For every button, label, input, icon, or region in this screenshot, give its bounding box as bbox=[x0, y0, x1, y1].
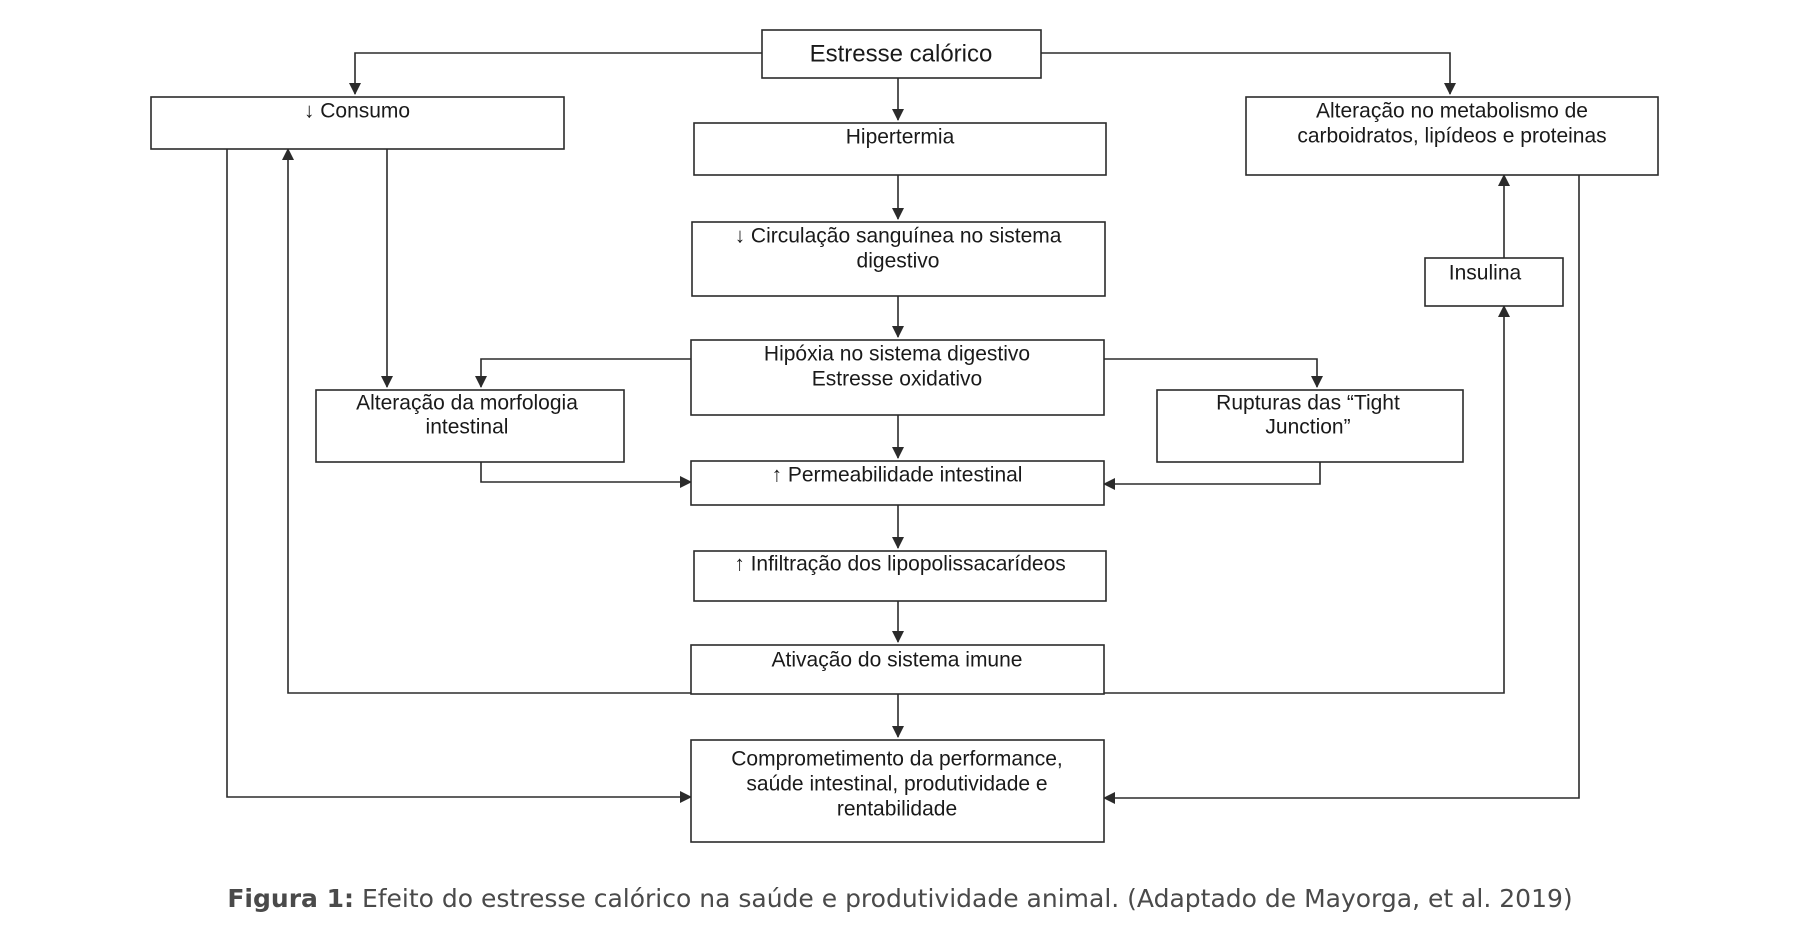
figure-caption: Figura 1: Efeito do estresse calórico na… bbox=[0, 884, 1800, 913]
caption-text: Efeito do estresse calórico na saúde e p… bbox=[354, 884, 1573, 913]
node-label: Hipertermia bbox=[846, 126, 955, 149]
node-label: carboidratos, lipídeos e proteinas bbox=[1297, 125, 1606, 148]
node-lipopolissacarideos: ↑ Infiltração dos lipopolissacarídeos bbox=[693, 550, 1107, 602]
node-metabolismo: Alteração no metabolismo de carboidratos… bbox=[1245, 96, 1659, 176]
node-label: Junction” bbox=[1265, 416, 1350, 439]
node-estresse-calorico: Estresse calórico bbox=[761, 29, 1042, 79]
edge-metabolismo-performance bbox=[1103, 175, 1580, 804]
node-label: ↓ Circulação sanguínea no sistema bbox=[735, 225, 1062, 248]
edge-imune-consumo bbox=[282, 148, 691, 694]
node-label: rentabilidade bbox=[837, 798, 957, 821]
edge-tight-permeabilidade bbox=[1103, 462, 1321, 490]
edge-hipoxia-tight bbox=[1104, 358, 1323, 388]
node-label: Estresse oxidativo bbox=[812, 368, 982, 391]
node-tight-junction: Rupturas das “Tight Junction” bbox=[1156, 389, 1464, 463]
node-insulina: Insulina bbox=[1424, 257, 1564, 307]
node-label: Alteração da morfologia bbox=[356, 392, 578, 415]
node-label: intestinal bbox=[426, 416, 509, 439]
node-label: ↓ Consumo bbox=[304, 100, 410, 123]
node-sistema-imune: Ativação do sistema imune bbox=[690, 644, 1105, 695]
node-label: Hipóxia no sistema digestivo bbox=[764, 343, 1030, 366]
edge-consumo-performance bbox=[226, 149, 692, 803]
node-performance: Comprometimento da performance, saúde in… bbox=[690, 739, 1105, 843]
node-label: digestivo bbox=[857, 250, 940, 273]
edge-hipoxia-morfologia bbox=[475, 358, 691, 388]
edge-morfologia-permeabilidade bbox=[480, 462, 692, 488]
node-label: ↑ Permeabilidade intestinal bbox=[772, 464, 1023, 487]
node-label: Ativação do sistema imune bbox=[772, 649, 1023, 672]
node-circulacao: ↓ Circulação sanguínea no sistema digest… bbox=[691, 221, 1106, 297]
node-hipertermia: Hipertermia bbox=[693, 122, 1107, 176]
node-permeabilidade: ↑ Permeabilidade intestinal bbox=[690, 460, 1105, 506]
edge-stress-consumo bbox=[349, 52, 762, 95]
node-label: Insulina bbox=[1449, 262, 1522, 285]
node-hipoxia: Hipóxia no sistema digestivo Estresse ox… bbox=[690, 339, 1105, 416]
node-label: Estresse calórico bbox=[810, 41, 993, 68]
caption-label: Figura 1: bbox=[227, 884, 354, 913]
node-label: Rupturas das “Tight bbox=[1216, 392, 1400, 415]
node-consumo: ↓ Consumo bbox=[150, 96, 565, 150]
node-label: Alteração no metabolismo de bbox=[1316, 100, 1588, 123]
edge-imune-insulina bbox=[1104, 305, 1510, 694]
edge-stress-metabolismo bbox=[1041, 52, 1456, 95]
node-label: Comprometimento da performance, bbox=[731, 748, 1062, 771]
node-label: saúde intestinal, produtividade e bbox=[746, 773, 1047, 796]
node-morfologia: Alteração da morfologia intestinal bbox=[315, 389, 625, 463]
node-label: ↑ Infiltração dos lipopolissacarídeos bbox=[734, 553, 1066, 576]
